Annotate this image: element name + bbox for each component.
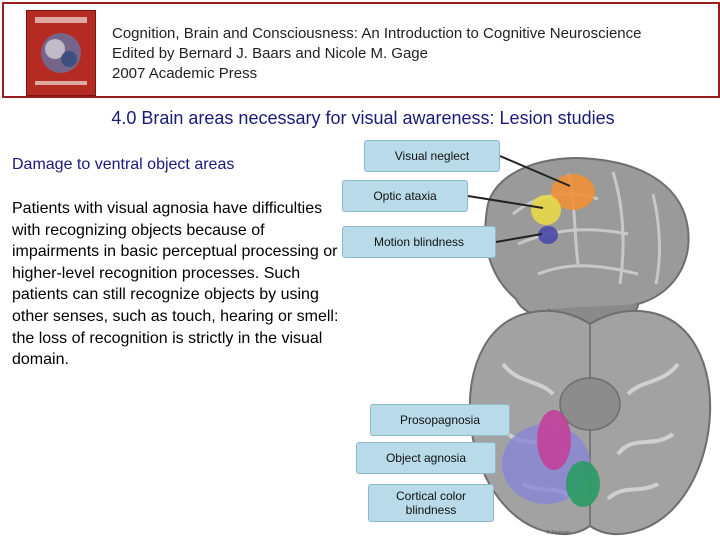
book-cover-image: [26, 10, 96, 96]
label-motion-blindness: Motion blindness: [342, 226, 496, 258]
book-citation: Cognition, Brain and Consciousness: An I…: [112, 24, 641, 84]
figure-credit: © Pearson: [546, 530, 570, 536]
color-blindness-lesion-marker: [566, 461, 600, 507]
citation-title: Cognition, Brain and Consciousness: An I…: [112, 24, 641, 44]
citation-editors: Edited by Bernard J. Baars and Nicole M.…: [112, 44, 641, 64]
label-object-agnosia: Object agnosia: [356, 442, 496, 474]
slide-title: 4.0 Brain areas necessary for visual awa…: [0, 108, 720, 129]
ataxia-lesion-marker: [531, 195, 561, 225]
prosopagnosia-lesion-marker: [537, 410, 571, 470]
body-paragraph: Patients with visual agnosia have diffic…: [12, 198, 348, 371]
lateral-brain: [485, 158, 688, 325]
label-optic-ataxia: Optic ataxia: [342, 180, 468, 212]
brain-lesion-figure: Visual neglect Optic ataxia Motion blind…: [338, 134, 720, 540]
header-banner: Cognition, Brain and Consciousness: An I…: [2, 2, 720, 98]
section-subtitle: Damage to ventral object areas: [12, 156, 234, 174]
citation-publisher: 2007 Academic Press: [112, 64, 641, 84]
label-visual-neglect: Visual neglect: [364, 140, 500, 172]
label-cortical-color-blindness: Cortical color blindness: [368, 484, 494, 522]
label-prosopagnosia: Prosopagnosia: [370, 404, 510, 436]
book-cover-art: [27, 11, 95, 95]
